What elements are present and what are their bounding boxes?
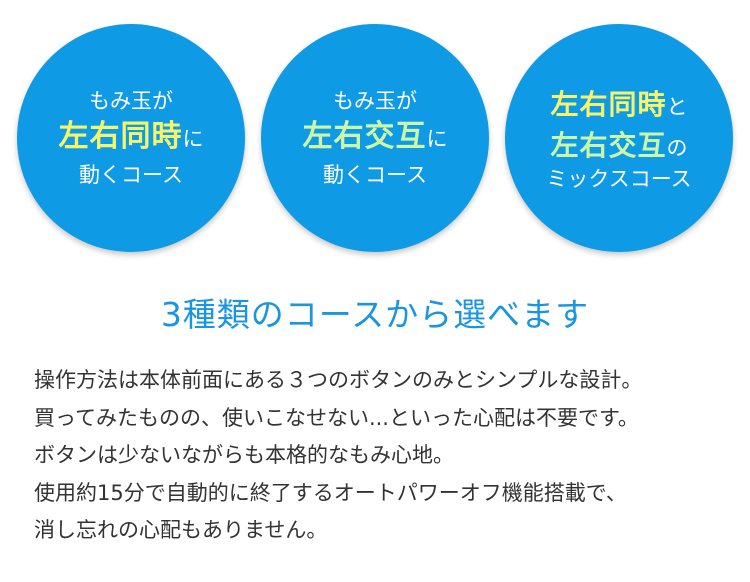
course-circle-mix: 左右同時と 左右交互の ミックスコース	[505, 24, 733, 252]
circle-line-2: 左右交互に	[303, 118, 448, 156]
description-line: 操作方法は本体前面にある３つのボタンのみとシンプルな設計。	[34, 368, 643, 392]
circle-suffix: と	[666, 94, 688, 119]
description-line: 買ってみたものの、使いこなせない...といった心配は不要です。	[34, 405, 639, 430]
description-line: ボタンは少ないながらも本格的なもみ心地。	[34, 443, 454, 467]
circle-suffix: に	[426, 127, 448, 152]
circle-line-1: もみ玉が	[89, 89, 173, 113]
highlight-alternating: 左右交互	[550, 128, 667, 162]
circle-line-1: 左右同時と	[550, 87, 687, 122]
circle-suffix: の	[666, 135, 688, 160]
circle-suffix: に	[182, 127, 204, 152]
description-text: 操作方法は本体前面にある３つのボタンのみとシンプルな設計。 買ってみたものの、使…	[34, 362, 734, 550]
course-circle-simultaneous: もみ玉が 左右同時に 動くコース	[17, 24, 245, 252]
circle-line-2: 左右交互の	[550, 128, 687, 163]
description-line: 使用約15分で自動的に終了するオートパワーオフ機能搭載で、	[34, 480, 627, 505]
section-heading: 3種類のコースから選べます	[160, 295, 590, 334]
course-circle-alternating: もみ玉が 左右交互に 動くコース	[261, 24, 489, 252]
circle-line-2: 左右同時に	[59, 118, 204, 156]
circle-line-3: ミックスコース	[546, 166, 692, 191]
highlight-simultaneous: 左右同時	[58, 119, 183, 155]
description-line: 消し忘れの心配もありません。	[34, 518, 328, 542]
highlight-alternating: 左右交互	[302, 119, 427, 155]
highlight-simultaneous: 左右同時	[550, 87, 667, 121]
circle-line-3: 動くコース	[79, 162, 183, 187]
circle-line-3: 動くコース	[323, 162, 427, 187]
circle-line-1: もみ玉が	[333, 89, 417, 113]
